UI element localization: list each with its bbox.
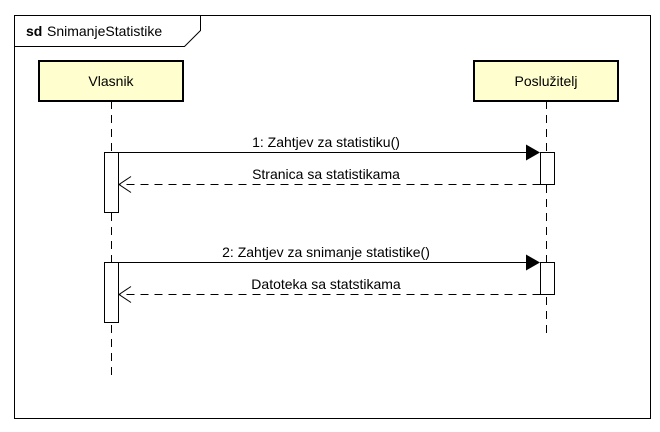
activation-posluzitelj-2 — [540, 262, 555, 295]
participant-vlasnik-label: Vlasnik — [88, 73, 134, 89]
participant-posluzitelj-box — [473, 60, 619, 102]
message-1-arrowhead — [526, 144, 540, 161]
activation-vlasnik-1 — [104, 152, 119, 213]
frame-title-tab — [14, 15, 201, 47]
activation-posluzitelj-1 — [540, 152, 555, 185]
message-3-label: 2: Zahtjev za snimanje statistike() — [222, 244, 430, 260]
diagram-frame — [14, 15, 651, 419]
participant-vlasnik-box — [38, 60, 184, 102]
frame-name: SnimanjeStatistike — [47, 23, 162, 39]
message-2-arrowhead — [118, 176, 132, 193]
message-2-label: Stranica sa statistikama — [252, 166, 400, 182]
participant-posluzitelj-label: Poslužitelj — [514, 73, 577, 89]
message-4-arrowhead — [118, 286, 132, 303]
activation-vlasnik-2 — [104, 262, 119, 323]
frame-keyword: sd — [26, 23, 42, 39]
message-4-label: Datoteka sa statstikama — [251, 276, 401, 292]
message-1-label: 1: Zahtjev za statistiku() — [252, 134, 400, 150]
message-3-arrowhead — [526, 254, 540, 271]
